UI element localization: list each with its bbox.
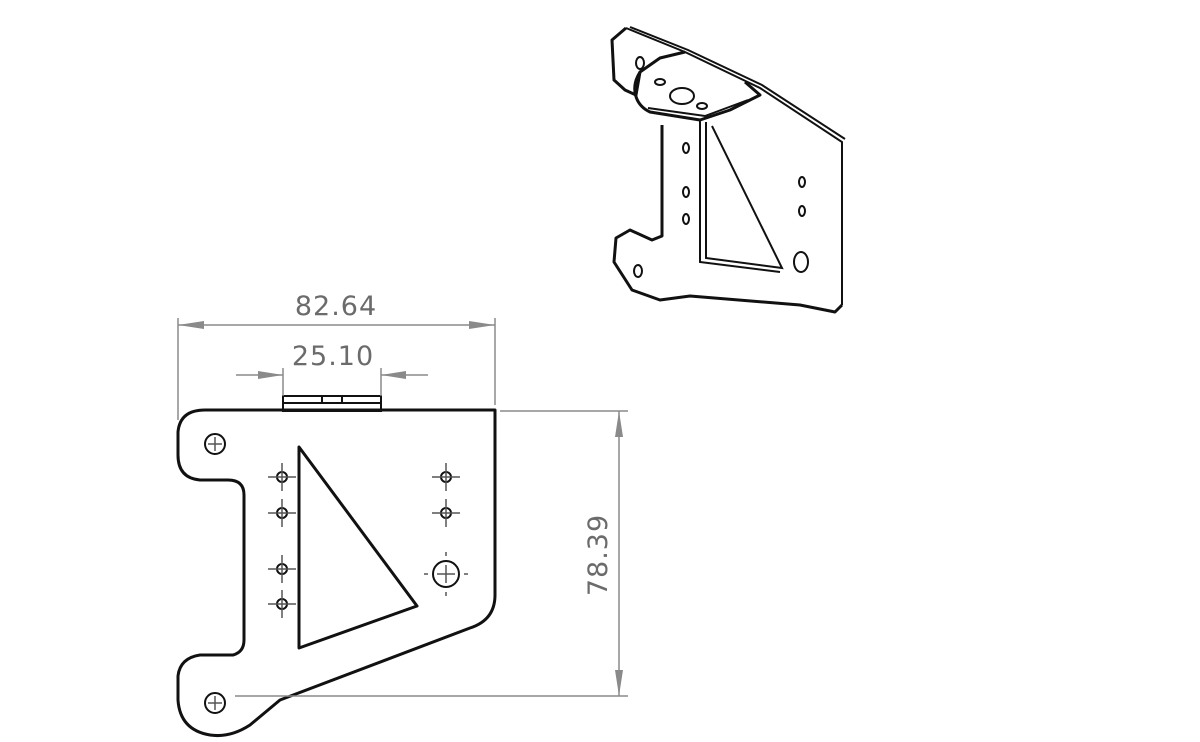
dimension-overall-width: 82.64: [177, 291, 496, 420]
dim-text-height: 78.39: [583, 514, 614, 596]
hole-pattern: [204, 433, 468, 714]
isometric-view: [610, 26, 846, 314]
dimension-overall-height: 78.39: [235, 410, 628, 697]
dim-text-width: 82.64: [295, 291, 377, 322]
dimension-tab-width: 25.10: [236, 341, 428, 396]
front-view: [176, 395, 497, 737]
dim-text-tab: 25.10: [292, 341, 374, 372]
